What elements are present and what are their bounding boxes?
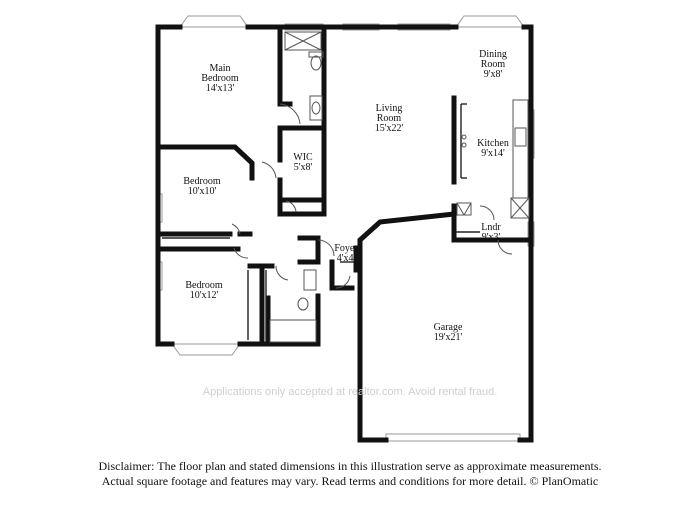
disclaimer: Disclaimer: The floor plan and stated di…: [0, 459, 700, 489]
room-name-line: WIC: [293, 152, 313, 163]
bathtub-icon: [269, 319, 317, 343]
washer-icon: [456, 202, 472, 216]
bay-window-bedroom-2: [171, 343, 241, 356]
door-swing-icon: [335, 275, 351, 289]
kitchen-counter-icon: [512, 99, 529, 199]
room-name-line: Bedroom: [201, 73, 238, 84]
room-dimensions: 9'x8': [484, 69, 503, 80]
room-dimensions: 19'x21': [434, 332, 463, 343]
room-name-line: Lndr: [481, 222, 501, 233]
door-swing-icon: [231, 223, 241, 235]
bay-window-main-bedroom: [179, 15, 249, 28]
door-swing-icon: [275, 265, 289, 281]
room-name-line: Room: [377, 113, 402, 124]
room-name-line: Room: [481, 59, 506, 70]
doors: [231, 103, 513, 289]
room-name-line: Foyer: [334, 243, 358, 254]
door-swing-icon: [479, 205, 495, 221]
sink-icon: [311, 101, 321, 115]
walls: [155, 24, 534, 443]
room-dimensions: 5'x8': [294, 162, 313, 173]
room-dimensions: 10'x12': [190, 290, 219, 301]
fridge-icon: [510, 197, 530, 219]
shower-icon: [284, 31, 322, 51]
room-foyer: Foyer 4'x4': [334, 243, 358, 264]
room-name-line: Garage: [434, 322, 463, 333]
room-main-bedroom: Main Bedroom 14'x13': [201, 63, 238, 94]
room-dimensions: 14'x13': [206, 83, 235, 94]
room-name-line: Bedroom: [185, 280, 222, 291]
kitchen-sink-icon: [514, 127, 527, 147]
room-kitchen: Kitchen 9'x14': [477, 138, 509, 159]
room-garage: Garage 19'x21': [434, 322, 463, 343]
disclaimer-line: Disclaimer: The floor plan and stated di…: [98, 459, 602, 473]
vanity-icon: [303, 269, 317, 291]
room-bedroom-2: Bedroom 10'x12': [185, 280, 222, 301]
room-laundry: Lndr 9'x3': [481, 222, 501, 243]
room-dining-room: Dining Room 9'x8': [479, 49, 507, 80]
room-dimensions: 10'x10': [188, 186, 217, 197]
room-dimensions: 4'x4': [337, 253, 356, 264]
door-swing-icon: [261, 161, 277, 179]
watermark-text: Applications only accepted at realtor.co…: [203, 386, 498, 398]
room-name-line: Living: [376, 103, 403, 114]
vanity-icon: [309, 95, 323, 121]
room-dimensions: 9'x3': [482, 232, 501, 243]
door-swing-icon: [279, 103, 301, 125]
room-dimensions: 15'x22': [375, 123, 404, 134]
room-name-line: Bedroom: [183, 176, 220, 187]
room-name-line: Kitchen: [477, 138, 509, 149]
disclaimer-line: Actual square footage and features may v…: [101, 474, 599, 488]
room-wic: WIC 5'x8': [293, 152, 313, 173]
door-swing-icon: [285, 200, 297, 213]
room-name-line: Main: [209, 63, 230, 74]
cooktop-icon: [461, 134, 467, 140]
room-living-room: Living Room 15'x22': [375, 103, 404, 134]
room-dimensions: 9'x14': [481, 148, 505, 159]
fixtures: [269, 31, 530, 343]
door-swing-icon: [233, 247, 249, 259]
room-bedroom-1: Bedroom 10'x10': [183, 176, 220, 197]
garage-door: [385, 433, 521, 442]
door-swing-icon: [317, 239, 335, 257]
interior-details: [162, 103, 480, 340]
toilet-icon: [297, 297, 309, 311]
door-swing-icon: [497, 239, 513, 255]
bay-window-dining: [455, 15, 525, 28]
room-name-line: Dining: [479, 49, 507, 60]
toilet-icon: [310, 55, 322, 71]
